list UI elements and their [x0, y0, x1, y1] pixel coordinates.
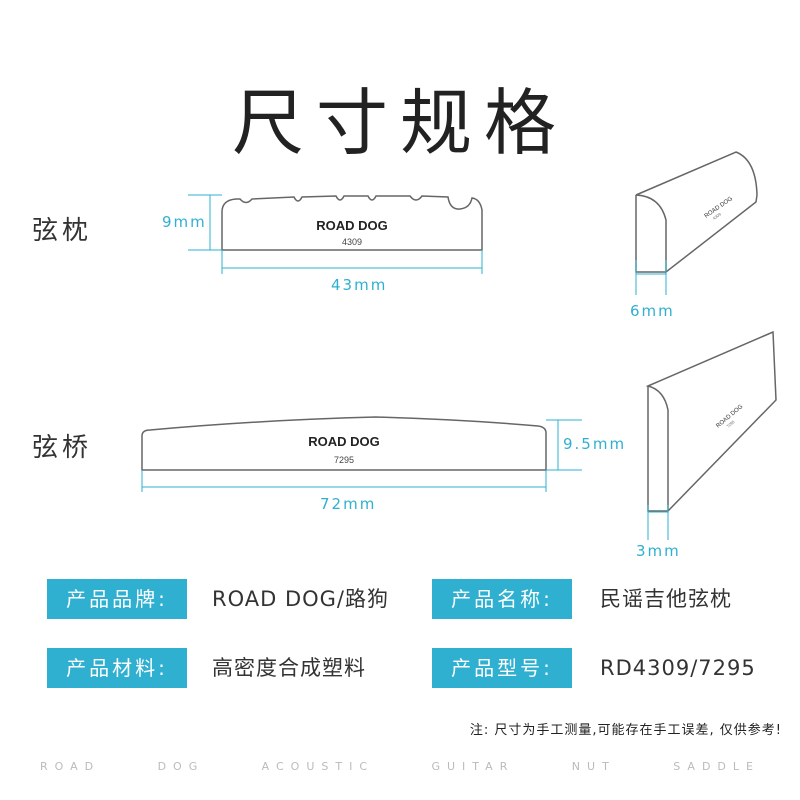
saddle-front-outline — [141, 416, 547, 471]
saddle-height-dimension: 9.5mm — [563, 435, 627, 453]
saddle-label: 弦桥 — [32, 433, 93, 463]
spec-value-material: 高密度合成塑料 — [212, 656, 366, 680]
spec-value-name: 民谣吉他弦枕 — [600, 587, 732, 611]
saddle-thickness-dimension: 3mm — [636, 542, 681, 560]
spec-label-material: 产品材料: — [47, 648, 187, 688]
nut-side-outline — [635, 151, 758, 274]
saddle-side-model: 7295 — [725, 419, 736, 429]
nut-thickness-dimension: 6mm — [630, 302, 675, 320]
footer-word: SADDLE — [673, 760, 760, 773]
page-title: 尺寸规格 — [231, 81, 568, 165]
footer-word: NUT — [571, 760, 616, 773]
nut-height-dimension: 9mm — [162, 213, 207, 231]
spec-value-model: RD4309/7295 — [600, 656, 756, 680]
nut-front-outline — [221, 195, 483, 251]
nut-side-model: 4309 — [712, 211, 723, 221]
footer-word: DOG — [157, 760, 205, 773]
spec-label-brand: 产品品牌: — [47, 579, 187, 619]
measurement-note: 注: 尺寸为手工测量,可能存在手工误差, 仅供参考! — [469, 723, 782, 738]
saddle-side-outline — [645, 330, 777, 513]
spec-label-model: 产品型号: — [432, 648, 572, 688]
footer-word: ROAD — [40, 760, 101, 773]
nut-label: 弦枕 — [32, 216, 93, 246]
spec-value-brand: ROAD DOG/路狗 — [212, 587, 390, 611]
footer-tagline: ROAD DOG ACOUSTIC GUITAR NUT SADDLE — [40, 760, 760, 773]
saddle-front-model: 7295 — [334, 455, 354, 465]
footer-word: GUITAR — [431, 760, 515, 773]
saddle-length-dimension: 72mm — [320, 495, 377, 513]
saddle-front-brand: ROAD DOG — [308, 434, 380, 449]
nut-length-dimension: 43mm — [331, 276, 388, 294]
spec-label-name: 产品名称: — [432, 579, 572, 619]
footer-word: ACOUSTIC — [261, 760, 375, 773]
nut-front-model: 4309 — [342, 237, 362, 247]
nut-front-brand: ROAD DOG — [316, 218, 388, 233]
